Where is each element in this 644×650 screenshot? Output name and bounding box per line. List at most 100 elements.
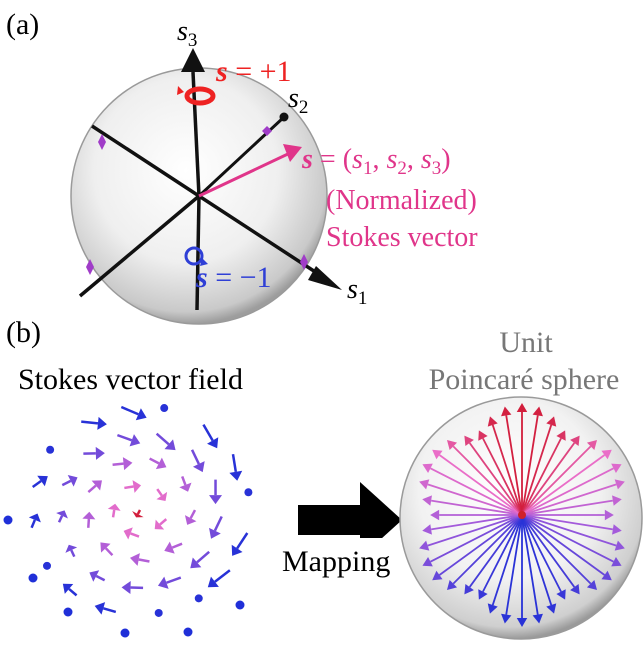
sphere-arrow-head: [601, 449, 612, 460]
sphere-arrow-head: [419, 540, 430, 551]
s1-axis-label: s1: [347, 274, 367, 309]
normalized-label: (Normalized): [326, 185, 477, 216]
field-arrow-head: [179, 482, 192, 492]
s3-axis-label: s3: [177, 16, 197, 51]
field-arrow-shaft: [102, 607, 117, 614]
field-arrow-shaft: [112, 462, 124, 466]
field-arrow-shaft: [136, 509, 142, 515]
sphere-title-line1: Unit: [499, 326, 553, 359]
field-arrow-head: [122, 457, 133, 471]
sphere-arrow-shaft: [427, 483, 523, 516]
field-dot: [120, 628, 130, 638]
sphere-arrow-head: [422, 556, 433, 567]
sphere-arrow-head: [464, 583, 474, 595]
sphere-arrow-head: [614, 540, 625, 551]
field-arrow-head: [157, 576, 169, 589]
sphere-arrow-head: [430, 509, 440, 521]
s2-axis-label: s2: [288, 83, 308, 118]
field-dot: [43, 561, 52, 570]
stokes-vector-label: Stokes vector: [326, 222, 478, 253]
sphere-arrow-shaft: [468, 514, 523, 588]
sphere-arrow-head: [464, 435, 474, 447]
field-arrow-shaft: [149, 457, 160, 465]
field-dot: [235, 600, 245, 610]
sphere-arrow-head: [501, 406, 512, 417]
sphere-arrow-head: [446, 579, 458, 591]
sphere-title-line2: Poincaré sphere: [429, 363, 620, 396]
field-arrow-head: [100, 542, 111, 553]
field-arrow-head: [207, 576, 219, 588]
field-arrow-shaft: [213, 515, 223, 532]
sphere-arrow-head: [532, 613, 543, 624]
field-arrow-head: [132, 480, 142, 493]
field-arrow-shaft: [156, 488, 163, 497]
marker-lower-right: [300, 254, 308, 270]
marker-lower-left: [86, 259, 94, 275]
field-arrow-shaft: [104, 547, 114, 557]
field-dot: [46, 445, 55, 454]
stokes-vector-arrowhead: [283, 144, 302, 162]
field-arrow-head: [229, 470, 243, 481]
field-arrow-shaft: [196, 550, 211, 564]
sphere-arrow-shaft: [430, 499, 523, 516]
sphere-arrow-head: [612, 524, 622, 535]
field-arrow-head: [190, 557, 202, 569]
sphere-arrow-head: [601, 570, 612, 581]
mapping-label-bg: [280, 538, 410, 578]
field-arrow-shaft: [61, 479, 72, 487]
s2-axis-end: [279, 112, 289, 122]
field-arrow-shaft: [236, 532, 249, 550]
field-arrow-shaft: [95, 574, 106, 582]
field-arrow-head: [184, 515, 197, 525]
sphere-arrow-head: [604, 509, 614, 521]
field-arrow-shaft: [81, 420, 99, 425]
stokes-vector-field: [3, 404, 253, 638]
north-pole-label: s = +1: [215, 55, 292, 88]
sphere-arrow-shaft: [430, 514, 523, 531]
field-arrow-head: [156, 491, 168, 501]
sphere-arrow-head: [570, 435, 580, 447]
sphere-arrow-head: [516, 618, 528, 627]
sphere-arrow-head: [586, 579, 598, 591]
sphere-arrow-head: [570, 583, 580, 595]
sphere-arrow-head: [422, 524, 432, 535]
sphere-arrow-shaft: [505, 514, 523, 615]
sphere-arrow-head: [611, 556, 622, 567]
field-arrow-head: [164, 439, 176, 451]
field-arrow-head: [56, 510, 68, 519]
sphere-arrow-head: [556, 430, 566, 441]
field-arrow-shaft: [181, 476, 187, 486]
s1-axis-negative: [91, 124, 200, 198]
sphere-arrow-head: [422, 463, 433, 474]
field-arrow-head: [231, 544, 243, 556]
field-arrow-shaft: [138, 558, 150, 563]
sphere-arrow-head: [478, 589, 488, 600]
field-arrow-head: [154, 519, 165, 530]
stokes-vector-formula: s = (s1, s2, s3): [301, 144, 451, 179]
field-arrow-head: [62, 583, 74, 594]
south-pole-rotation-icon: [184, 246, 208, 266]
sphere-arrow-head: [432, 570, 443, 581]
field-arrow-head: [192, 461, 205, 473]
field-arrow-head: [207, 437, 219, 449]
field-dot: [63, 607, 73, 617]
sphere-arrow-head: [586, 439, 598, 451]
field-arrow-head: [123, 527, 133, 540]
field-arrow-shaft: [68, 588, 78, 597]
field-arrow-shaft: [166, 576, 182, 584]
field-arrow-shaft: [116, 433, 133, 442]
sphere-arrow-head: [546, 416, 557, 427]
field-arrow-shaft: [190, 449, 200, 465]
field-arrow-head: [37, 475, 48, 487]
sphere-arrow-shaft: [521, 514, 592, 585]
sphere-arrow-shaft: [491, 424, 523, 516]
sphere-arrow-head: [614, 479, 625, 490]
sphere-arrow-shaft: [438, 454, 523, 516]
stokes-vector-arrow: [198, 151, 291, 198]
sphere-arrow-shaft: [521, 514, 576, 588]
s1-axis-arrowhead: [308, 266, 342, 290]
field-arrow-head: [129, 553, 140, 566]
south-pole-label: s = −1: [195, 261, 272, 294]
